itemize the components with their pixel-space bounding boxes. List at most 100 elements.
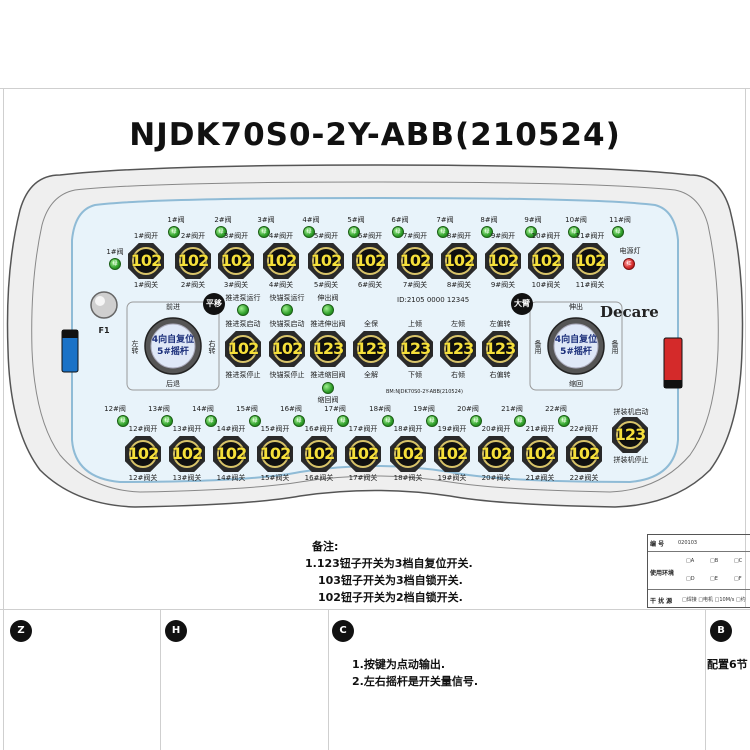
top-switch-1[interactable]: 102	[128, 243, 164, 279]
top-switch-8[interactable]: 102	[441, 243, 477, 279]
top-switch-6[interactable]: 102	[352, 243, 388, 279]
right-side-grip-bottom	[664, 380, 682, 388]
mid-switch-3[interactable]: 123	[310, 331, 346, 367]
top-led-icon-10: 绿	[568, 226, 580, 238]
bottom-open-label-6: 17#阀开	[348, 425, 378, 433]
top-led-icon-9: 绿	[525, 226, 537, 238]
top-switch-2[interactable]: 102	[175, 243, 211, 279]
top-switch-7[interactable]: 102	[397, 243, 433, 279]
top-led-label-3: 3#阀	[257, 216, 275, 224]
bottom-switch-3[interactable]: 102	[213, 436, 249, 472]
mid-led-label-1: 推进泵运行	[225, 294, 261, 302]
bottom-close-label-5: 16#阀关	[304, 474, 334, 482]
top-led-label-10: 10#阀	[565, 216, 587, 224]
mid-switch-2[interactable]: 102	[269, 331, 305, 367]
top-open-label-7: 7#阀开	[402, 232, 428, 240]
frame-line-div3	[705, 609, 706, 750]
bottom-switch-1-knob	[129, 440, 157, 468]
left-joystick-center-label: 4向自复位 5#摇杆	[151, 335, 195, 357]
bottom-switch-8[interactable]: 102	[434, 436, 470, 472]
bottom-switch-6-knob	[349, 440, 377, 468]
top-led-label-8: 8#阀	[480, 216, 498, 224]
mid-led-icon-2	[281, 304, 293, 316]
top-led-label-0: 1#阀	[106, 248, 124, 256]
top-open-label-1: 1#阀开	[133, 232, 159, 240]
assembly-switch[interactable]: 123	[612, 417, 648, 453]
bottom-switch-8-knob	[438, 440, 466, 468]
notes-line-3: 102钮子开关为2档自锁开关.	[318, 591, 463, 604]
spec-row2-opt-c: □C	[734, 558, 743, 564]
top-switch-6-value: 102	[354, 251, 386, 270]
bottom-open-label-5: 16#阀开	[304, 425, 334, 433]
bottom-switch-7[interactable]: 102	[390, 436, 426, 472]
mid-bottom-label-4: 全解	[364, 371, 378, 379]
mid-switch-4[interactable]: 123	[353, 331, 389, 367]
serial-number: ID:2105 0000 12345	[397, 296, 470, 304]
page-title: NJDK70S0-2Y-ABB(210524)	[129, 117, 621, 153]
mid-switch-5[interactable]: 123	[397, 331, 433, 367]
mid-top-label-3: 推进伸出阀	[310, 320, 346, 328]
frame-line-top	[0, 88, 750, 89]
top-switch-10-knob	[532, 247, 560, 275]
top-switch-11-value: 102	[574, 251, 606, 270]
bottom-switch-8-value: 102	[436, 444, 468, 463]
bottom-switch-4-value: 102	[259, 444, 291, 463]
mid-switch-1-knob	[229, 335, 257, 363]
f1-label: F1	[98, 326, 110, 335]
bottom-switch-10[interactable]: 102	[522, 436, 558, 472]
top-switch-5[interactable]: 102	[308, 243, 344, 279]
mid-switch-3-value: 123	[312, 339, 344, 358]
bottom-switch-6[interactable]: 102	[345, 436, 381, 472]
bottom-close-label-4: 15#阀关	[260, 474, 290, 482]
top-switch-7-knob	[401, 247, 429, 275]
bottom-switch-7-knob	[394, 440, 422, 468]
bottom-switch-5-knob	[305, 440, 333, 468]
spec-row2-opt-a: □A	[686, 558, 695, 564]
mid-top-label-7: 左偏转	[489, 320, 511, 328]
bottom-switch-5[interactable]: 102	[301, 436, 337, 472]
spec-row2-opt-b: □B	[710, 558, 719, 564]
bottom-close-label-6: 17#阀关	[348, 474, 378, 482]
top-close-label-4: 4#阀关	[268, 281, 294, 289]
top-switch-3[interactable]: 102	[218, 243, 254, 279]
bottom-led-label-7: 18#阀	[369, 405, 391, 413]
top-switch-5-value: 102	[310, 251, 342, 270]
mid-led-icon-3	[322, 304, 334, 316]
right-joystick-badge: 大臂	[511, 293, 533, 315]
mid-led-label-2: 快锚泵运行	[269, 294, 305, 302]
bottom-led-icon-1: 绿	[117, 415, 129, 427]
top-led-label-4: 4#阀	[302, 216, 320, 224]
f1-button-hl	[95, 296, 105, 306]
top-led-label-9: 9#阀	[524, 216, 542, 224]
top-switch-10[interactable]: 102	[528, 243, 564, 279]
top-switch-6-knob	[356, 247, 384, 275]
bottom-close-label-10: 21#阀关	[525, 474, 555, 482]
mid-bottom-label-7: 右偏转	[489, 371, 511, 379]
top-open-label-8: 8#阀开	[446, 232, 472, 240]
bottom-switch-11[interactable]: 102	[566, 436, 602, 472]
bottom-switch-2[interactable]: 102	[169, 436, 205, 472]
bottom-switch-1[interactable]: 102	[125, 436, 161, 472]
bottom-led-icon-11: 绿	[558, 415, 570, 427]
top-switch-9[interactable]: 102	[485, 243, 521, 279]
mid-switch-6[interactable]: 123	[440, 331, 476, 367]
mid-switch-7-value: 123	[484, 339, 516, 358]
top-open-label-10: 10#阀开	[531, 232, 561, 240]
bottom-switch-4[interactable]: 102	[257, 436, 293, 472]
mid-switch-7-knob	[486, 335, 514, 363]
bottom-switch-6-value: 102	[347, 444, 379, 463]
mid-led-icon-1	[237, 304, 249, 316]
mid-led-label-3: 伸出阀	[317, 294, 339, 302]
bottom-switch-9-value: 102	[480, 444, 512, 463]
top-switch-4[interactable]: 102	[263, 243, 299, 279]
top-led-icon-6: 绿	[392, 226, 404, 238]
bottom-switch-9[interactable]: 102	[478, 436, 514, 472]
section-b-marker: B	[710, 620, 732, 642]
top-led-icon-5: 绿	[348, 226, 360, 238]
mid-switch-1[interactable]: 102	[225, 331, 261, 367]
mid-switch-7[interactable]: 123	[482, 331, 518, 367]
top-switch-11[interactable]: 102	[572, 243, 608, 279]
bottom-led-label-4: 15#阀	[236, 405, 258, 413]
spec-row3-value: □焊接 □电机 □10M/s □约	[682, 597, 746, 603]
